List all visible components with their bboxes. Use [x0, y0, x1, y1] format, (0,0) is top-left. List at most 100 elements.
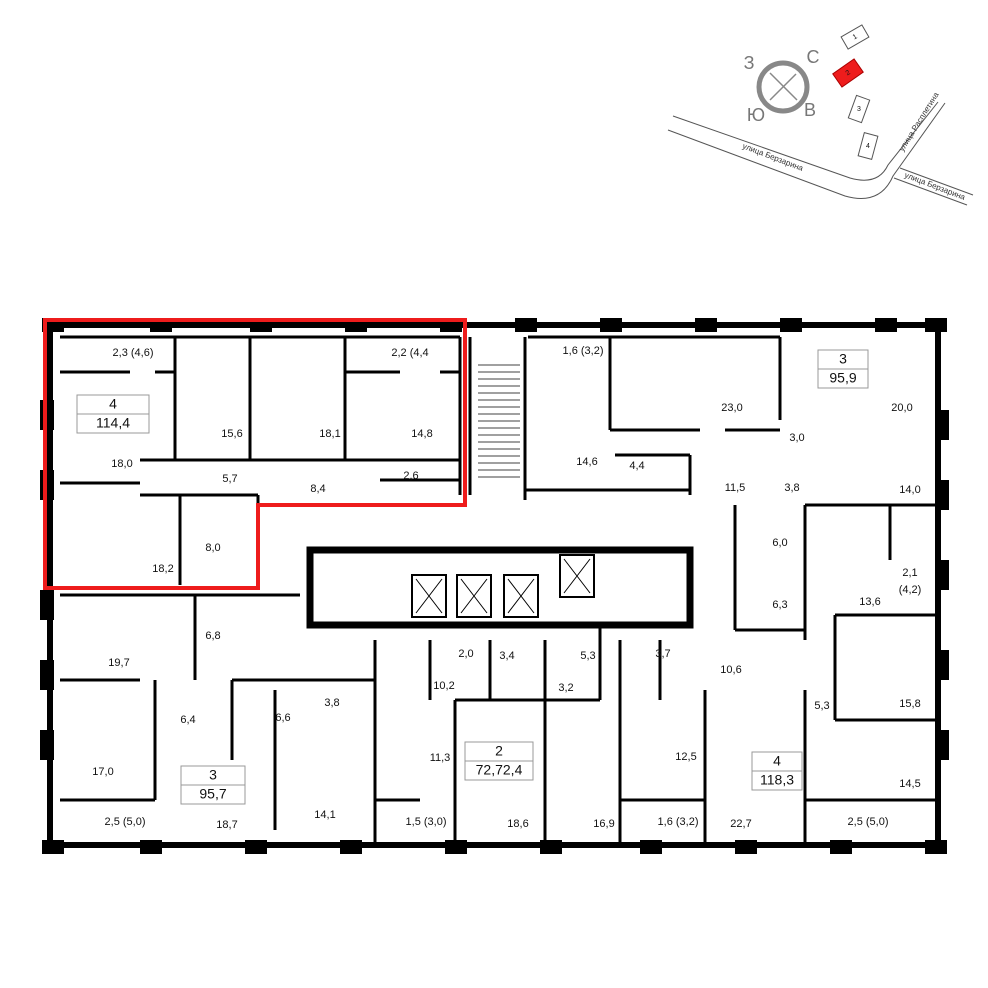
room-area-label: 18,0 — [111, 458, 132, 470]
room-area-label: 8,4 — [310, 483, 325, 495]
apartment-badge[interactable]: 395,9 — [817, 349, 869, 389]
svg-text:2: 2 — [845, 69, 852, 77]
column — [140, 840, 162, 854]
room-area-label: 6,3 — [772, 599, 787, 611]
svg-text:4: 4 — [866, 143, 870, 150]
room-area-label: 13,6 — [859, 596, 880, 608]
room-area-label: 23,0 — [721, 402, 742, 414]
compass: З С Ю В — [744, 47, 820, 125]
compass-north: С — [807, 47, 820, 67]
column — [935, 410, 949, 440]
room-area-label: 18,1 — [319, 428, 340, 440]
room-area-label: 14,0 — [899, 484, 920, 496]
apartment-area: 95,7 — [199, 786, 226, 802]
room-area-label: 11,5 — [725, 482, 746, 494]
street-edge — [667, 102, 946, 199]
column — [445, 840, 467, 854]
room-area-label: (4,2) — [899, 584, 922, 596]
column — [40, 590, 54, 620]
room-area-label: 22,7 — [730, 818, 751, 830]
room-area-label: 16,9 — [593, 818, 614, 830]
room-area-label: 5,3 — [814, 700, 829, 712]
room-area-label: 3,8 — [784, 482, 799, 494]
room-area-label: 10,6 — [720, 664, 741, 676]
building-core — [306, 546, 694, 629]
room-area-label: 5,3 — [580, 650, 595, 662]
column — [40, 730, 54, 760]
room-count: 3 — [209, 767, 217, 783]
elevator-icon — [456, 574, 492, 618]
elevator-icon — [559, 554, 595, 598]
room-area-label: 18,2 — [152, 563, 173, 575]
compass-circle — [756, 60, 810, 114]
room-count: 2 — [495, 743, 503, 759]
room-area-label: 2,5 (5,0) — [105, 816, 146, 828]
street-edge — [672, 101, 939, 181]
staircase-icon — [478, 364, 520, 478]
room-count: 3 — [839, 351, 847, 367]
room-area-label: 2,5 (5,0) — [848, 816, 889, 828]
room-area-label: 3,8 — [324, 697, 339, 709]
elevator-icon — [411, 574, 447, 618]
column — [640, 840, 662, 854]
building-4[interactable]: 4 — [857, 131, 879, 161]
street-label: улица Берзарина — [741, 141, 805, 173]
room-area-label: 3,4 — [499, 650, 514, 662]
room-area-label: 15,6 — [221, 428, 242, 440]
column — [515, 318, 537, 332]
column — [935, 650, 949, 680]
column — [42, 840, 64, 854]
room-area-label: 6,0 — [772, 537, 787, 549]
room-area-label: 12,5 — [675, 751, 696, 763]
building-2-selected[interactable]: 2 — [832, 58, 864, 88]
room-count: 4 — [773, 753, 781, 769]
apartment-area: 72,72,4 — [476, 762, 523, 778]
room-count: 4 — [109, 396, 117, 412]
room-area-label: 8,0 — [205, 542, 220, 554]
column — [935, 560, 949, 590]
svg-text:3: 3 — [857, 106, 861, 113]
selected-apartment-outline[interactable] — [43, 318, 467, 590]
room-area-label: 4,4 — [629, 460, 644, 472]
column — [830, 840, 852, 854]
street-label: улица Расплетина — [897, 90, 941, 153]
room-area-label: 2,3 (4,6) — [113, 347, 154, 359]
room-area-label: 2,2 (4,4 — [391, 347, 428, 359]
room-area-label: 3,2 — [558, 682, 573, 694]
room-area-label: 14,6 — [576, 456, 597, 468]
column — [780, 318, 802, 332]
apartment-badge[interactable]: 395,7 — [180, 765, 246, 805]
svg-text:1: 1 — [852, 33, 859, 41]
room-area-label: 5,7 — [222, 473, 237, 485]
column — [540, 840, 562, 854]
room-area-label: 10,2 — [433, 680, 454, 692]
room-area-label: 17,0 — [92, 766, 113, 778]
room-area-label: 1,6 (3,2) — [658, 816, 699, 828]
room-area-label: 15,8 — [899, 698, 920, 710]
column — [40, 660, 54, 690]
compass-east: В — [804, 100, 816, 120]
column — [245, 840, 267, 854]
room-area-label: 1,5 (3,0) — [406, 816, 447, 828]
room-area-label: 2,6 — [403, 470, 418, 482]
room-area-label: 6,6 — [275, 712, 290, 724]
room-area-label: 2,1 — [902, 567, 917, 579]
building-3[interactable]: 3 — [847, 94, 871, 124]
room-area-label: 14,1 — [314, 809, 335, 821]
column — [935, 480, 949, 510]
site-plan: З С Ю В 1 2 3 4 улица Берзарина улица Ра… — [667, 24, 974, 206]
room-area-label: 11,3 — [430, 752, 451, 764]
column — [600, 318, 622, 332]
building-1[interactable]: 1 — [840, 24, 870, 50]
column — [925, 840, 947, 854]
room-area-label: 19,7 — [108, 657, 129, 669]
room-area-label: 3,0 — [789, 432, 804, 444]
room-area-label: 1,6 (3,2) — [563, 345, 604, 357]
apartment-area: 95,9 — [829, 370, 856, 386]
apartment-badge[interactable]: 2 72,72,4 — [464, 741, 534, 781]
room-area-label: 18,7 — [216, 819, 237, 831]
